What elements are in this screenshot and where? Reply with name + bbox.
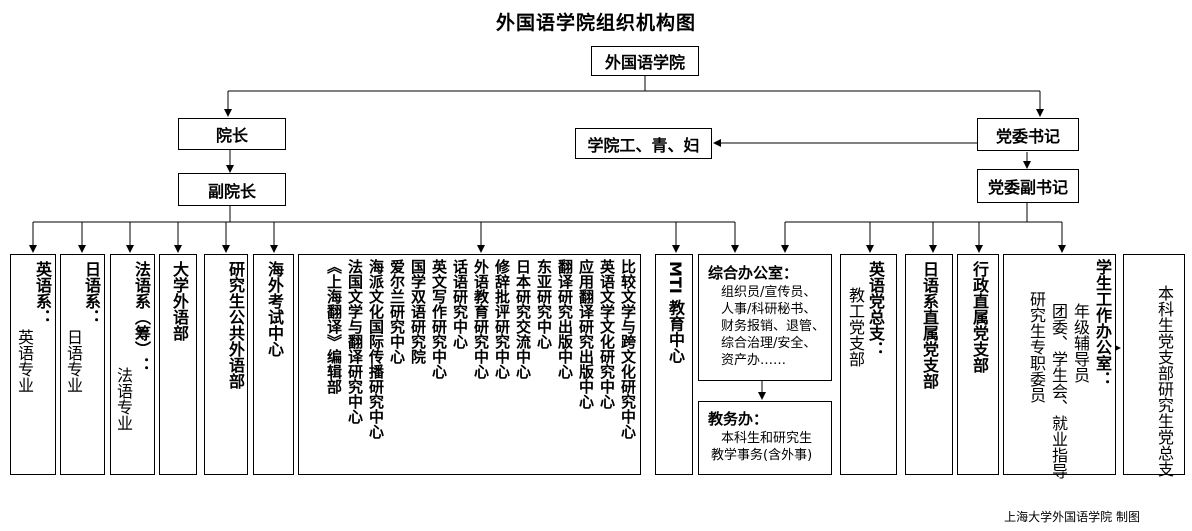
root-node: 外国语学院: [591, 46, 699, 76]
french-dept-name: 法语系（筹）：: [132, 261, 151, 373]
vice-dean-node: 副院长: [178, 173, 286, 206]
research-center-12: 爱尔兰研究中心: [388, 259, 406, 364]
academic-office-title: 教务办：: [708, 410, 769, 428]
academic-office-box: 教务办： 本科生和研究生 教学事务(含外事): [698, 401, 832, 475]
research-centers-box: 比较文学与跨文化研究中心 英语文学文化研究中心 应用翻译研究出版中心 翻译研究出…: [298, 254, 641, 475]
general-office-line-3: 财务报销、退管、: [721, 319, 826, 334]
student-office-line-1: 年级辅导员: [1071, 303, 1090, 383]
overseas-exam-label: 海外考试中心: [265, 261, 284, 357]
french-dept-sub: 法语专业: [114, 367, 133, 431]
student-party-label: 本科生党支部研究生党总支: [1155, 285, 1174, 477]
english-dept-sub: 英语专业: [15, 329, 34, 393]
student-office-box: 学生工作办公室： 年级辅导员 团委、学生会、就业指导 研究生专职委员: [1003, 254, 1116, 479]
grad-english-label: 研究生公共外语部: [226, 261, 245, 389]
japanese-dept-name: 日语系：: [82, 261, 101, 325]
dean-node: 院长: [178, 118, 286, 150]
vice-party-secretary-node: 党委副书记: [977, 169, 1079, 203]
admin-party-label: 行政直属党支部: [970, 261, 989, 373]
research-center-15: 《上海翻译》编辑部: [325, 259, 343, 394]
research-center-11: 国学双语研究院: [409, 259, 427, 364]
general-office-title: 综合办公室：: [708, 264, 799, 282]
general-office-line-2: 人事/科研秘书、: [721, 302, 817, 317]
general-office-line-1: 组织员/宣传员、: [721, 285, 817, 300]
research-center-8: 外语教育研究中心: [472, 259, 490, 379]
grad-english-box: 研究生公共外语部: [204, 254, 248, 475]
party-secretary-node: 党委书记: [977, 118, 1079, 151]
footer-credit: 上海大学外国语学院 制图: [1004, 510, 1140, 524]
research-center-5: 东亚研究中心: [535, 259, 553, 349]
student-party-box: 本科生党支部研究生党总支: [1123, 254, 1185, 477]
japanese-party-label: 日语系直属党支部: [920, 261, 939, 389]
french-dept-box: 法语系（筹）： 法语专业: [110, 254, 155, 475]
japanese-party-box: 日语系直属党支部: [905, 254, 953, 475]
english-party-sub: 教工党支部: [846, 287, 865, 367]
research-center-14: 法国文学与翻译研究中心: [346, 259, 364, 424]
research-center-2: 英语文学文化研究中心: [598, 259, 616, 409]
research-center-10: 英文写作研究中心: [430, 259, 448, 379]
research-center-9: 话语研究中心: [451, 259, 469, 349]
college-english-box: 大学外语部: [159, 254, 197, 475]
general-office-box: 综合办公室： 组织员/宣传员、 人事/科研秘书、 财务报销、退管、 综合治理/安…: [698, 254, 832, 381]
union-node: 学院工、青、妇: [575, 128, 712, 159]
english-dept-name: 英语系：: [33, 261, 52, 325]
research-center-7: 修辞批评研究中心: [493, 259, 511, 379]
overseas-exam-box: 海外考试中心: [253, 254, 294, 475]
english-party-box: 英语党总支： 教工党支部: [840, 254, 897, 475]
general-office-line-5: 资产办……: [721, 353, 787, 368]
english-party-name: 英语党总支：: [866, 261, 885, 357]
english-dept-box: 英语系： 英语专业: [10, 254, 56, 475]
research-center-3: 应用翻译研究出版中心: [577, 259, 595, 409]
academic-office-line-1: 本科生和研究生: [721, 431, 813, 446]
research-center-13: 海派文化国际传播研究中心: [367, 259, 385, 439]
mti-box: MTI 教育中心: [655, 254, 693, 475]
academic-office-line-2: 教学事务(含外事): [711, 448, 813, 463]
research-center-6: 日本研究交流中心: [514, 259, 532, 379]
admin-party-box: 行政直属党支部: [957, 254, 999, 475]
japanese-dept-sub: 日语专业: [64, 329, 83, 393]
student-office-line-2: 团委、学生会、就业指导: [1049, 303, 1068, 479]
student-office-line-3: 研究生专职委员: [1027, 291, 1046, 403]
mti-label: MTI 教育中心: [666, 261, 685, 364]
research-center-4: 翻译研究出版中心: [556, 259, 574, 379]
research-center-1: 比较文学与跨文化研究中心: [619, 259, 637, 439]
general-office-line-4: 综合治理/安全、: [721, 336, 817, 351]
student-office-title: 学生工作办公室：: [1093, 259, 1112, 387]
chart-title: 外国语学院组织机构图: [495, 12, 696, 34]
japanese-dept-box: 日语系： 日语专业: [60, 254, 105, 475]
college-english-label: 大学外语部: [170, 261, 189, 341]
